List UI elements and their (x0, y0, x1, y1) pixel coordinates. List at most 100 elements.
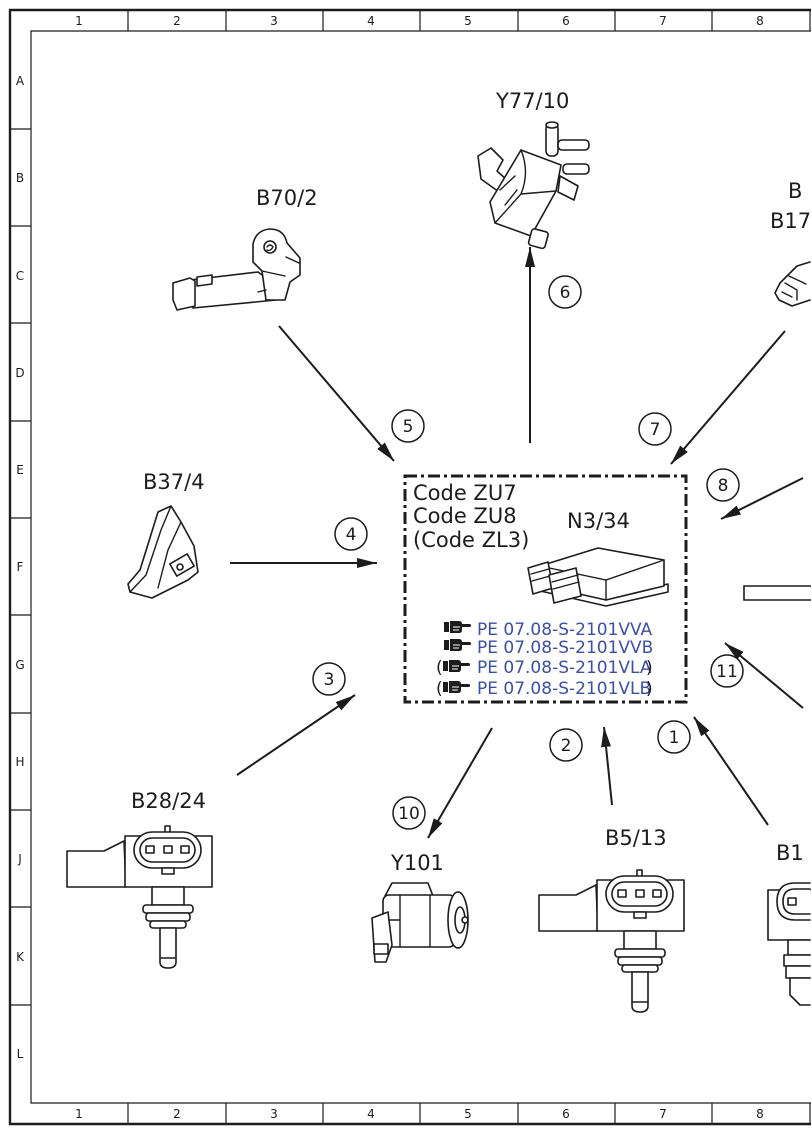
grid-row-label: A (16, 74, 25, 88)
component-label: Y77/10 (495, 89, 569, 113)
grid-column-label: 5 (464, 1107, 472, 1121)
signal-arrow-7 (670, 330, 786, 465)
valve-illustration (477, 121, 590, 250)
grid-column-label: 3 (270, 14, 278, 28)
grid-row-labels: A B C D E F G H J K L (15, 74, 25, 1061)
signal-arrow-11 (724, 642, 804, 709)
grid-column-label: 7 (659, 14, 667, 28)
grid-row-label: L (17, 1047, 24, 1061)
grid-row-label: K (16, 950, 25, 964)
component-label: B (788, 179, 802, 203)
pedal-sensor-illustration (127, 505, 199, 599)
grid-row-label: E (16, 463, 24, 477)
connector-illustration (774, 261, 811, 307)
grid-column-label: 2 (173, 14, 181, 28)
component-label: B37/4 (143, 470, 205, 494)
signal-number-2: 2 (549, 728, 583, 762)
grid-column-labels-top: 1 2 3 4 5 6 7 8 (75, 14, 764, 28)
signal-arrow-8 (720, 477, 804, 520)
hand-pointer-icon (444, 638, 471, 652)
reference-link-text[interactable]: PE 07.08-S-2101VLA (477, 658, 652, 678)
grid-column-label: 3 (270, 1107, 278, 1121)
option-code: Code ZU7 (413, 481, 517, 505)
signal-arrows (230, 247, 811, 839)
pressure-sensor-illustration (538, 869, 685, 1013)
signal-arrow-1 (693, 716, 769, 826)
signal-arrow-10 (427, 727, 493, 839)
grid-column-label: 8 (756, 1107, 764, 1121)
signal-number-text: 7 (650, 420, 661, 440)
signal-number-text: 8 (718, 476, 729, 496)
component-b5-13: B5/13 (538, 826, 685, 1013)
component-label: Y101 (390, 851, 444, 875)
reference-link-vla[interactable]: ( PE 07.08-S-2101VLA ) (436, 658, 653, 678)
option-code: (Code ZL3) (413, 528, 529, 552)
grid-column-label: 6 (562, 1107, 570, 1121)
signal-number-text: 11 (716, 662, 738, 682)
signal-number-text: 10 (398, 804, 420, 824)
grid-row-label: D (15, 366, 24, 380)
control-unit-n3-34: Code ZU7 Code ZU8 (Code ZL3) N3/34 PE 07… (403, 474, 688, 704)
component-b28-24: B28/24 (66, 789, 213, 969)
grid-column-label: 2 (173, 1107, 181, 1121)
grid-row-label: G (15, 658, 24, 672)
component-label: B5/13 (605, 826, 667, 850)
grid-column-label: 4 (367, 1107, 375, 1121)
signal-arrow-2 (601, 726, 613, 806)
grid-column-label: 8 (756, 14, 764, 28)
signal-number-1: 1 (657, 720, 691, 754)
component-bottom-right-partial: B1 (767, 841, 811, 1006)
reference-link-vlb[interactable]: ( PE 07.08-S-2101VLB ) (436, 679, 653, 699)
grid-row-label: C (16, 269, 24, 283)
hand-pointer-icon (443, 659, 470, 673)
reference-link-vva[interactable]: PE 07.08-S-2101VVA (444, 620, 653, 640)
pressure-sensor-illustration (66, 825, 213, 969)
signal-arrow-3 (236, 694, 356, 776)
component-y77-10: Y77/10 (477, 89, 590, 250)
component-top-right-partial: B B17 (770, 179, 811, 307)
drawing-frame (8, 8, 811, 1126)
reference-link-vvb[interactable]: PE 07.08-S-2101VVB (444, 638, 653, 658)
grid-column-label: 6 (562, 14, 570, 28)
signal-number-text: 6 (560, 283, 571, 303)
signal-arrow-5 (278, 325, 395, 462)
reference-close-paren: ) (646, 658, 653, 678)
component-label: B17 (770, 209, 811, 233)
grid-column-label: 1 (75, 14, 83, 28)
grid-column-labels-bottom: 1 2 3 4 5 6 7 8 (75, 1107, 764, 1121)
reference-link-text[interactable]: PE 07.08-S-2101VVA (477, 620, 653, 640)
grid-column-label: 1 (75, 1107, 83, 1121)
control-unit-outline (403, 474, 688, 704)
hand-pointer-icon (444, 620, 471, 634)
sensor-illustration (172, 228, 301, 311)
grid-column-label: 7 (659, 1107, 667, 1121)
partial-component-outline (743, 585, 811, 601)
grid-column-label: 5 (464, 14, 472, 28)
reference-link-text[interactable]: PE 07.08-S-2101VVB (477, 638, 653, 658)
ecu-illustration (527, 547, 669, 607)
component-b37-4: B37/4 (127, 470, 205, 599)
grid-row-label: F (17, 560, 24, 574)
signal-number-text: 1 (669, 728, 680, 748)
signal-number-8: 8 (706, 468, 740, 502)
component-label: B28/24 (131, 789, 206, 813)
signal-number-3: 3 (312, 662, 346, 696)
option-code: Code ZU8 (413, 504, 517, 528)
reference-open-paren: ( (436, 658, 443, 678)
signal-number-text: 4 (346, 525, 357, 545)
control-unit-label: N3/34 (567, 509, 630, 533)
reference-close-paren: ) (646, 679, 653, 699)
signal-number-11: 11 (710, 654, 744, 688)
reference-open-paren: ( (436, 679, 443, 699)
component-y101: Y101 (371, 851, 469, 963)
reference-link-text[interactable]: PE 07.08-S-2101VLB (477, 679, 651, 699)
signal-number-6: 6 (548, 275, 582, 309)
grid-column-label: 4 (367, 14, 375, 28)
signal-number-10: 10 (392, 796, 426, 830)
signal-number-7: 7 (638, 412, 672, 446)
grid-row-label: B (16, 171, 24, 185)
signal-number-text: 2 (561, 736, 572, 756)
component-label: B70/2 (256, 186, 318, 210)
hand-pointer-icon (443, 680, 470, 694)
